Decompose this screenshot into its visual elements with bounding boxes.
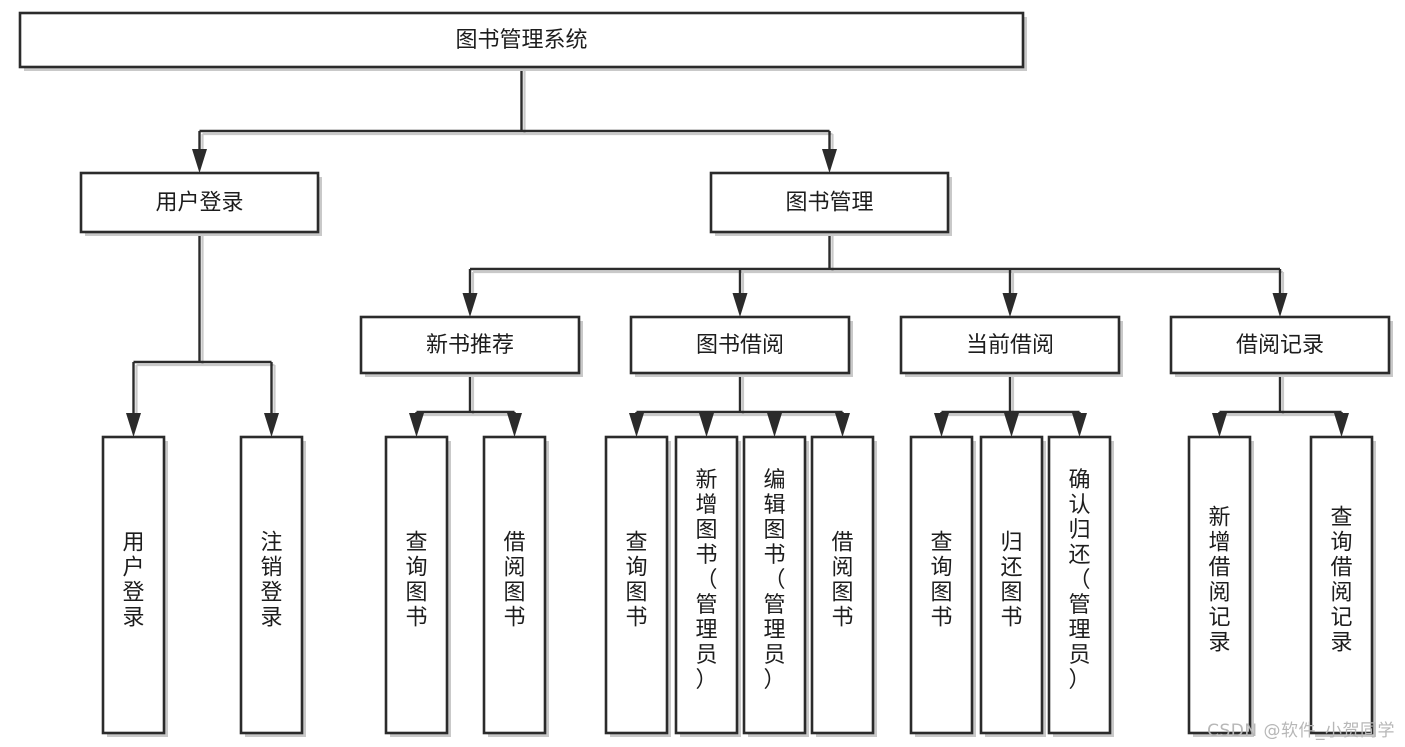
node-label: 图书管理 [785,191,873,216]
node-leaf-borrow-book-2[interactable]: 借阅图书 [810,435,877,737]
node-layer: 图书管理系统用户登录图书管理新书推荐图书借阅当前借阅借阅记录用户登录注销登录查询… [18,11,1393,737]
arrow-head-icon [629,413,644,437]
node-box[interactable] [1047,435,1112,735]
node-current-borrow[interactable]: 当前借阅 [899,315,1123,377]
arrow-head-icon [767,413,782,437]
node-root-system[interactable]: 图书管理系统 [18,11,1027,71]
node-label: 借阅记录 [1236,333,1324,358]
arrow-head-icon [822,149,837,173]
node-box[interactable] [742,435,807,735]
node-leaf-borrow-book-1[interactable]: 借阅图书 [482,435,549,737]
connector-layer [126,67,1349,437]
node-leaf-add-record[interactable]: 新增借阅记录 [1187,435,1254,737]
node-label: 图书借阅 [696,333,784,358]
node-box[interactable] [239,435,304,735]
node-leaf-return-book[interactable]: 归还图书 [979,435,1046,737]
node-label: 查询图书 [930,531,952,631]
node-book-manage[interactable]: 图书管理 [709,171,952,236]
node-leaf-query-book-2[interactable]: 查询图书 [604,435,671,737]
node-leaf-confirm-return[interactable]: 确认归还（管理员） [1047,435,1114,737]
node-box[interactable] [482,435,547,735]
arrow-head-icon [264,413,279,437]
arrow-head-icon [934,413,949,437]
node-label: 编辑图书（管理员） [763,468,785,693]
arrow-head-icon [1212,413,1227,437]
node-label: 查询图书 [405,531,427,631]
arrow-head-icon [192,149,207,173]
arrow-head-icon [126,413,141,437]
node-leaf-user-login[interactable]: 用户登录 [101,435,168,737]
node-leaf-edit-book[interactable]: 编辑图书（管理员） [742,435,809,737]
node-leaf-query-book-3[interactable]: 查询图书 [909,435,976,737]
node-label: 借阅图书 [503,531,525,631]
node-box[interactable] [384,435,449,735]
node-box[interactable] [709,171,950,234]
arrow-head-icon [1002,293,1018,317]
arrow-head-icon [732,293,748,317]
node-box[interactable] [359,315,581,375]
node-leaf-query-book-1[interactable]: 查询图书 [384,435,451,737]
node-label: 新增图书（管理员） [695,468,717,693]
node-box[interactable] [79,171,320,234]
node-leaf-add-book[interactable]: 新增图书（管理员） [674,435,741,737]
node-user-login[interactable]: 用户登录 [79,171,322,236]
node-label: 当前借阅 [966,333,1054,358]
node-new-book-recommend[interactable]: 新书推荐 [359,315,583,377]
node-label: 查询借阅记录 [1330,506,1352,656]
node-book-borrow[interactable]: 图书借阅 [629,315,853,377]
node-label: 归还图书 [1000,531,1022,631]
node-borrow-record[interactable]: 借阅记录 [1169,315,1393,377]
node-label: 注销登录 [260,531,282,631]
arrow-head-icon [409,413,424,437]
arrow-head-icon [462,293,478,317]
node-label: 新书推荐 [426,333,514,358]
arrow-head-icon [699,413,714,437]
node-label: 借阅图书 [831,531,853,631]
node-box[interactable] [101,435,166,735]
node-box[interactable] [1309,435,1374,735]
watermark-label: CSDN @软件_小贺同学 [1207,721,1395,741]
arrow-head-icon [1272,293,1288,317]
node-label: 新增借阅记录 [1208,506,1230,656]
node-box[interactable] [979,435,1044,735]
arrow-head-icon [835,413,850,437]
node-box[interactable] [909,435,974,735]
node-label: 确认归还（管理员） [1068,468,1090,693]
node-leaf-query-record[interactable]: 查询借阅记录 [1309,435,1376,737]
node-box[interactable] [629,315,851,375]
node-label: 图书管理系统 [455,28,587,53]
node-box[interactable] [18,11,1025,69]
node-label: 查询图书 [625,531,647,631]
node-leaf-logout[interactable]: 注销登录 [239,435,306,737]
node-box[interactable] [1187,435,1252,735]
node-label: 用户登录 [155,191,243,216]
node-box[interactable] [899,315,1121,375]
node-label: 用户登录 [122,531,144,631]
arrow-head-icon [1334,413,1349,437]
node-box[interactable] [1169,315,1391,375]
arrow-head-icon [1072,413,1087,437]
node-box[interactable] [810,435,875,735]
arrow-head-icon [507,413,522,437]
node-box[interactable] [674,435,739,735]
node-box[interactable] [604,435,669,735]
arrow-head-icon [1004,413,1019,437]
